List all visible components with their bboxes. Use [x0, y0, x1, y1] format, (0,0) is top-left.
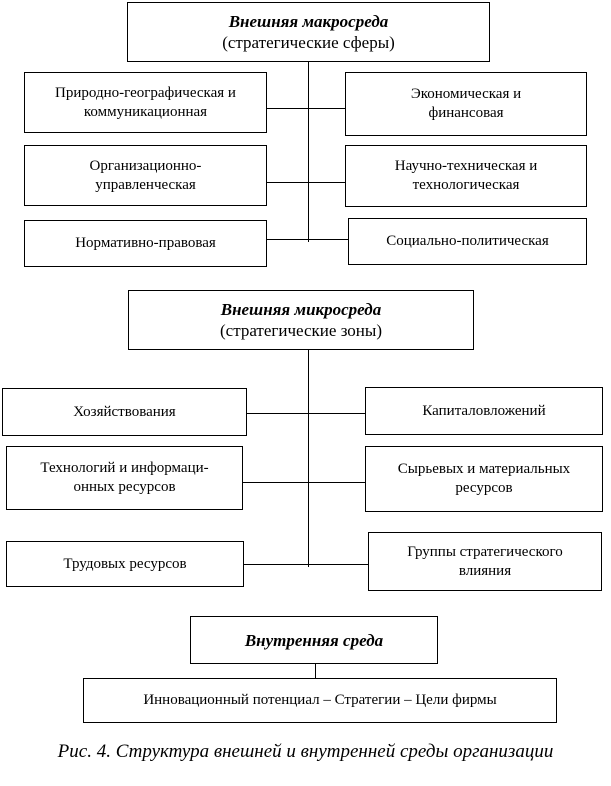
- macro-right-2-label: Научно-техническая и технологическая: [394, 158, 538, 193]
- micro-spine: [308, 349, 309, 567]
- micro-right-2-label: Сырьевых и материальных ресурсов: [397, 461, 571, 496]
- macro-connector-1: [266, 108, 346, 109]
- macro-left-1: Природно-географическая и коммуникационн…: [24, 72, 267, 133]
- macro-connector-3: [266, 239, 348, 240]
- micro-title: Внешняя микросреда: [220, 300, 382, 319]
- internal-header-box: Внутренняя среда: [190, 616, 438, 664]
- internal-connector: [315, 663, 316, 679]
- micro-left-3: Трудовых ресурсов: [6, 541, 244, 587]
- micro-connector-1: [246, 413, 366, 414]
- micro-connector-3: [243, 564, 369, 565]
- macro-subtitle: (стратегические сферы): [222, 33, 395, 52]
- micro-left-1-label: Хозяйствования: [73, 403, 176, 420]
- micro-header-box: Внешняя микросреда (стратегические зоны): [128, 290, 474, 350]
- macro-title: Внешняя макросреда: [228, 12, 389, 31]
- macro-left-2-label: Организационно-управленческая: [89, 157, 202, 193]
- micro-connector-2: [242, 482, 366, 483]
- macro-right-1: Экономическая и финансовая: [345, 72, 587, 136]
- macro-spine: [308, 60, 309, 242]
- macro-right-1-label: Экономическая и финансовая: [410, 86, 522, 121]
- macro-left-3-label: Нормативно-правовая: [75, 235, 216, 251]
- macro-left-3: Нормативно-правовая: [24, 220, 267, 267]
- micro-left-2-label: Технологий и информаци-онных ресурсов: [40, 460, 209, 495]
- internal-title: Внутренняя среда: [244, 630, 384, 650]
- micro-left-3-label: Трудовых ресурсов: [63, 555, 187, 572]
- macro-right-2: Научно-техническая и технологическая: [345, 145, 587, 207]
- figure-caption: Рис. 4. Структура внешней и внутренней с…: [57, 741, 554, 762]
- macro-right-3-label: Социально-политическая: [386, 233, 549, 249]
- micro-right-1-label: Капиталовложений: [422, 402, 546, 419]
- macro-right-3: Социально-политическая: [348, 218, 587, 265]
- macro-left-1-label: Природно-географическая и коммуникационн…: [55, 84, 236, 120]
- macro-header-box: Внешняя макросреда (стратегические сферы…: [127, 2, 490, 62]
- micro-left-1: Хозяйствования: [2, 388, 247, 436]
- micro-right-3: Группы стратегического влияния: [368, 532, 602, 591]
- micro-left-2: Технологий и информаци-онных ресурсов: [6, 446, 243, 510]
- internal-detail-box: Инновационный потенциал – Стратегии – Це…: [83, 678, 557, 723]
- micro-right-3-label: Группы стратегического влияния: [407, 543, 563, 579]
- micro-right-1: Капиталовложений: [365, 387, 603, 435]
- macro-left-2: Организационно-управленческая: [24, 145, 267, 206]
- micro-right-2: Сырьевых и материальных ресурсов: [365, 446, 603, 512]
- micro-subtitle: (стратегические зоны): [219, 321, 382, 340]
- internal-detail: Инновационный потенциал – Стратегии – Це…: [143, 692, 497, 708]
- macro-connector-2: [266, 182, 346, 183]
